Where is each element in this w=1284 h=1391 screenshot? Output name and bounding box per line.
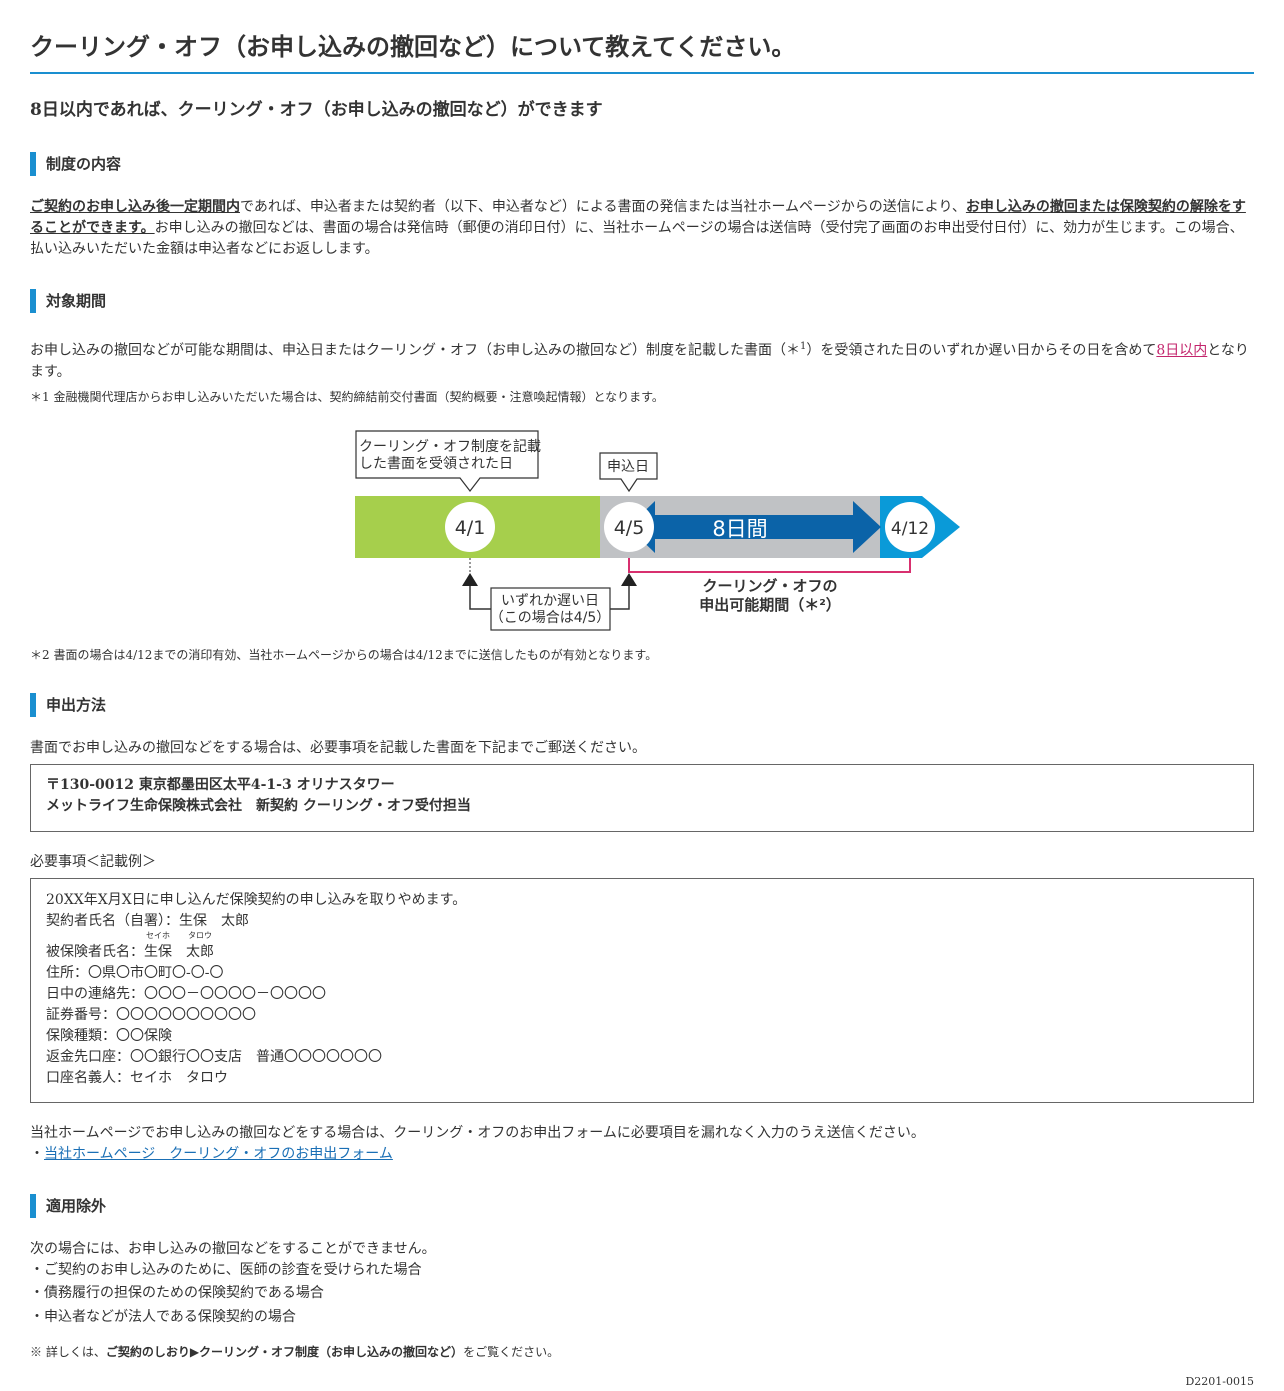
body-text: お申し込みの撤回などが可能な期間は、申込日またはクーリング・オフ（お申し込みの撤… bbox=[30, 342, 800, 359]
page-title: クーリング・オフ（お申し込みの撤回など）について教えてください。 bbox=[30, 30, 1254, 74]
emphasis-text: ご契約のお申し込み後一定期間内 bbox=[30, 199, 240, 215]
web-link-line: ・当社ホームページ クーリング・オフのお申出フォーム bbox=[30, 1144, 1254, 1165]
emphasis-text: お申し込みの撤回または保険契約の解除をすることができます。 bbox=[30, 199, 1246, 236]
exclusion-item: ・ご契約のお申し込みのために、医師の診査を受けられた場合 bbox=[30, 1262, 422, 1278]
eight-days-link[interactable]: 8日以内 bbox=[1156, 342, 1208, 359]
method-intro: 書面でお申し込みの撤回などをする場合は、必要事項を記載した書面を下記までご郵送く… bbox=[30, 740, 646, 756]
up-arrow-left bbox=[462, 573, 478, 586]
date-label-4-5: 4/5 bbox=[614, 517, 645, 539]
period-label-line2: 申出可能期間（＊²） bbox=[699, 596, 841, 614]
callout-doc-line2: した書面を受領された日 bbox=[359, 455, 513, 472]
later-day-line2: （この場合は4/5） bbox=[490, 610, 611, 626]
connector-right bbox=[610, 586, 630, 610]
footnote-text: ※ 詳しくは、 bbox=[30, 1345, 106, 1359]
details-footnote: ※ 詳しくは、ご契約のしおり▶クーリング・オフ制度（お申し込みの撤回など）をご覧… bbox=[30, 1344, 559, 1360]
period-label-line1: クーリング・オフの bbox=[702, 577, 837, 595]
footnote-1: ＊1 金融機関代理店からお申し込みいただいた場合は、契約締結前交付書面（契約概要… bbox=[30, 390, 664, 404]
example-line: 返金先口座：〇〇銀行〇〇支店 普通〇〇〇〇〇〇〇 bbox=[46, 1049, 382, 1065]
insured-surname: 生保 bbox=[144, 944, 172, 960]
footnote-text: をご覧ください。 bbox=[463, 1345, 560, 1359]
example-line: 住所：〇県〇市〇町〇-〇-〇 bbox=[46, 965, 224, 981]
body-text: ）を受領された日のいずれか遅い日からその日を含めて bbox=[806, 342, 1157, 359]
example-line-insured: 被保険者氏名：セイホ生保 タロウ太郎 bbox=[46, 932, 1238, 963]
document-code: D2201-0015 bbox=[1185, 1375, 1254, 1388]
connector-left bbox=[469, 586, 491, 610]
example-box: 20XX年X月X日に申し込んだ保険契約の申し込みを取りやめます。 契約者氏名（自… bbox=[30, 878, 1254, 1103]
example-line: 日中の連絡先：〇〇〇－〇〇〇〇－〇〇〇〇 bbox=[46, 986, 326, 1002]
exclusion-item: ・債務履行の担保のための保険契約である場合 bbox=[30, 1285, 324, 1301]
section-period-text: お申し込みの撤回などが可能な期間は、申込日またはクーリング・オフ（お申し込みの撤… bbox=[30, 336, 1254, 383]
section-heading-content: 制度の内容 bbox=[30, 152, 121, 176]
later-day-line1: いずれか遅い日 bbox=[501, 593, 599, 609]
cooling-off-form-link[interactable]: 当社ホームページ クーリング・オフのお申出フォーム bbox=[44, 1146, 393, 1162]
eight-days-double-arrow bbox=[628, 501, 881, 553]
ruby-mei: タロウ太郎 bbox=[186, 932, 214, 963]
period-bracket bbox=[628, 558, 911, 573]
up-arrow-right bbox=[621, 573, 637, 586]
example-line: 保険種類：〇〇保険 bbox=[46, 1028, 172, 1044]
callout-apply-label: 申込日 bbox=[607, 459, 649, 475]
section-heading-exclusions: 適用除外 bbox=[30, 1194, 106, 1218]
exclusions-intro: 次の場合には、お申し込みの撤回などをすることができません。 bbox=[30, 1241, 436, 1257]
example-line: 証券番号：〇〇〇〇〇〇〇〇〇〇 bbox=[46, 1007, 256, 1023]
callout-apply-date bbox=[599, 452, 658, 493]
date-circle-4-1 bbox=[445, 502, 495, 552]
address-line2: メットライフ生命保険株式会社 新契約 クーリング・オフ受付担当 bbox=[46, 798, 471, 814]
later-day-box bbox=[490, 587, 611, 631]
insured-label: 被保険者氏名： bbox=[46, 944, 144, 960]
body-text: となります。 bbox=[30, 342, 1249, 380]
example-line: 契約者氏名（自署）：生保 太郎 bbox=[46, 913, 249, 929]
cooling-off-timeline-diagram: 8日間 4/1 4/5 4/12 クーリング・オフ制度を記載 した書面を受領され… bbox=[355, 430, 960, 631]
callout-document-received bbox=[355, 430, 539, 492]
web-intro: 当社ホームページでお申し込みの撤回などをする場合は、クーリング・オフのお申出フォ… bbox=[30, 1125, 925, 1141]
furigana: セイホ bbox=[146, 931, 170, 940]
date-circle-4-12 bbox=[885, 502, 935, 552]
callout-doc-line1: クーリング・オフ制度を記載 bbox=[359, 438, 541, 455]
address-box: 〒130-0012 東京都墨田区太平4-1-3 オリナスタワー メットライフ生命… bbox=[30, 764, 1254, 832]
section-heading-method: 申出方法 bbox=[30, 693, 106, 717]
exclusion-item: ・申込者などが法人である保険契約の場合 bbox=[30, 1309, 296, 1325]
example-line: 口座名義人：セイホ タロウ bbox=[46, 1070, 228, 1086]
section-heading-period: 対象期間 bbox=[30, 289, 106, 313]
footnote-ref: 1 bbox=[800, 341, 807, 352]
guide-reference: ご契約のしおり▶クーリング・オフ制度（お申し込みの撤回など） bbox=[105, 1345, 464, 1359]
address-line1: 〒130-0012 東京都墨田区太平4-1-3 オリナスタワー bbox=[46, 777, 395, 793]
section-content-text: ご契約のお申し込み後一定期間内であれば、申込者または契約者（以下、申込者など）に… bbox=[30, 197, 1254, 260]
insured-given-name: 太郎 bbox=[186, 944, 214, 960]
body-text: であれば、申込者または契約者（以下、申込者など）による書面の発信または当社ホーム… bbox=[240, 199, 966, 215]
ruby-sei: セイホ生保 bbox=[144, 932, 172, 963]
footnote-2: ＊2 書面の場合は4/12までの消印有効、当社ホームページからの場合は4/12ま… bbox=[30, 648, 658, 662]
example-line: 20XX年X月X日に申し込んだ保険契約の申し込みを取りやめます。 bbox=[46, 892, 467, 908]
bullet: ・ bbox=[30, 1146, 44, 1162]
body-text: お申し込みの撤回などは、書面の場合は発信時（郵便の消印日付）に、当社ホームページ… bbox=[30, 220, 1244, 257]
days-label: 8日間 bbox=[712, 517, 767, 541]
date-circle-4-5 bbox=[604, 502, 654, 552]
lead-text: 8日以内であれば、クーリング・オフ（お申し込みの撤回など）ができます bbox=[30, 100, 603, 120]
date-label-4-12: 4/12 bbox=[891, 519, 929, 539]
date-label-4-1: 4/1 bbox=[455, 517, 486, 539]
example-label: 必要事項＜記載例＞ bbox=[30, 854, 156, 870]
furigana: タロウ bbox=[188, 931, 212, 940]
